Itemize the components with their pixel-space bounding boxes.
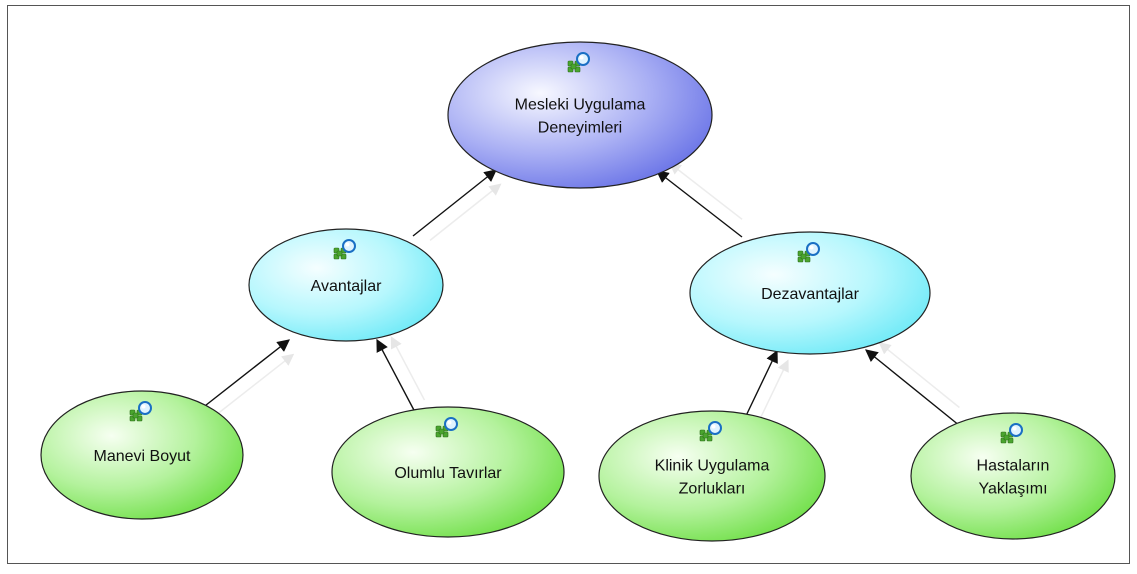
edge-shadow-line: [390, 336, 426, 401]
edge-arrow-manevi-to-adv: [200, 339, 290, 410]
node-adv[interactable]: Avantajlar: [248, 228, 444, 342]
node-label: Zorlukları: [679, 481, 746, 498]
edge-shadow-line: [217, 353, 295, 414]
node-label: Klinik Uygulama: [655, 458, 770, 475]
code-link-icon: [699, 421, 722, 442]
edge-arrow-klinik-to-dis: [743, 349, 778, 421]
node-label: Manevi Boyut: [94, 448, 191, 465]
edge-arrow-adv-to-root: [412, 169, 497, 237]
edge-arrow-olumlu-to-adv: [376, 338, 417, 415]
edge-shadow-line: [759, 359, 789, 420]
node-ellipse[interactable]: [248, 228, 444, 342]
edge-shadow-line: [668, 162, 743, 220]
node-ellipse[interactable]: [447, 41, 713, 189]
code-link-icon: [435, 417, 458, 438]
node-label: Dezavantajlar: [761, 286, 860, 303]
edge-shadow-line: [878, 342, 960, 409]
node-ellipse[interactable]: [598, 410, 826, 542]
node-label: Hastaların: [977, 458, 1050, 475]
edge-arrow-hasta-to-dis: [865, 349, 961, 427]
node-label: Yaklaşımı: [978, 481, 1047, 498]
code-link-icon: [333, 239, 356, 260]
edge-arrow-dis-to-root: [656, 170, 743, 238]
edge-shadow-line: [429, 183, 502, 241]
node-ellipse[interactable]: [40, 390, 244, 520]
code-link-icon: [797, 242, 820, 263]
node-label: Olumlu Tavırlar: [394, 465, 502, 482]
node-ellipse[interactable]: [689, 231, 931, 355]
node-olumlu[interactable]: Olumlu Tavırlar: [331, 406, 565, 538]
node-manevi[interactable]: Manevi Boyut: [40, 390, 244, 520]
node-dis[interactable]: Dezavantajlar: [689, 231, 931, 355]
code-link-icon: [129, 401, 152, 422]
code-link-icon: [567, 52, 590, 73]
node-label: Mesleki Uygulama: [515, 97, 646, 114]
node-label: Avantajlar: [311, 278, 383, 295]
node-ellipse[interactable]: [331, 406, 565, 538]
code-link-icon: [1000, 423, 1023, 444]
node-ellipse[interactable]: [910, 412, 1116, 540]
node-label: Deneyimleri: [538, 120, 622, 137]
